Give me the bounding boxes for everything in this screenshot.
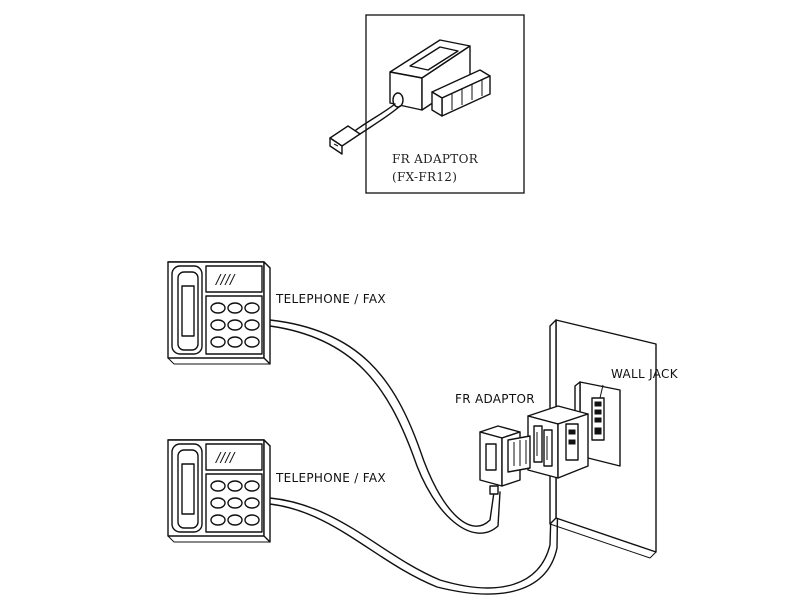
inset-label-model: (FX-FR12)	[392, 170, 457, 184]
telephone-top-label: TELEPHONE / FAX	[275, 292, 386, 306]
phone-top-keypad	[210, 302, 260, 348]
inset-panel: FR ADAPTOR (FX-FR12)	[329, 14, 525, 194]
telephone-bottom-icon: ////	[167, 439, 271, 543]
fr-adaptor-label: FR ADAPTOR	[455, 392, 535, 406]
phone-bottom-screen-marks: ////	[215, 451, 236, 466]
fr-adaptor-icon	[479, 425, 531, 495]
phone-cords	[269, 319, 559, 595]
wall-plate-icon	[549, 319, 657, 559]
telephone-bottom-label: TELEPHONE / FAX	[275, 471, 386, 485]
phone-bottom-keypad	[210, 480, 260, 526]
telephone-top-icon: ////	[167, 261, 271, 365]
phone-top-screen-marks: ////	[215, 273, 236, 288]
fr-adaptor-product-icon	[329, 39, 491, 155]
inset-label-name: FR ADAPTOR	[392, 152, 479, 166]
wall-jack-label: WALL JACK	[611, 367, 679, 381]
wall-jack-icon	[574, 381, 621, 467]
duplex-adapter-icon	[527, 405, 589, 479]
